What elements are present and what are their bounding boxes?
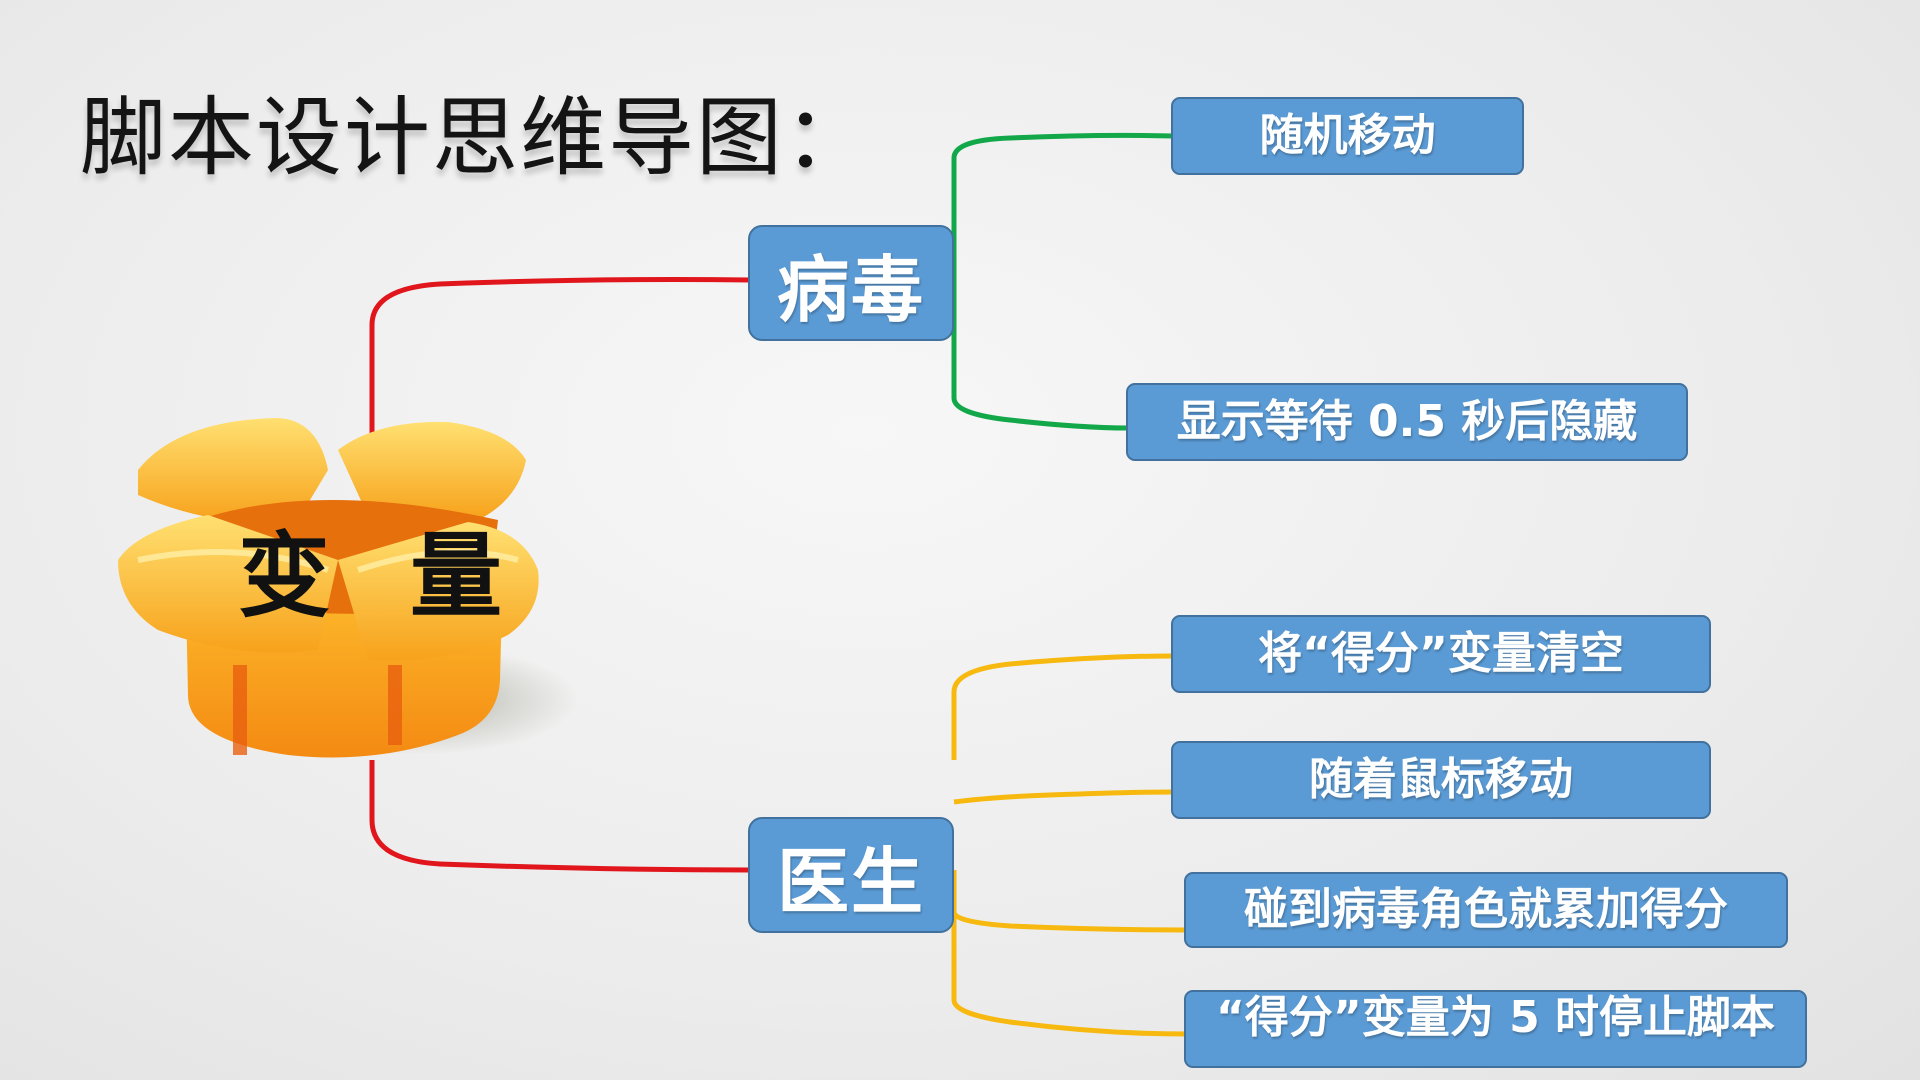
connector-root-doctor — [369, 760, 751, 873]
connector-virus-child-1 — [951, 132, 1174, 330]
branch-node-virus: 病毒 — [748, 225, 954, 341]
leaf-node-virus-1: 随机移动 — [1171, 97, 1524, 175]
connector-doctor-child-4 — [951, 880, 1186, 1037]
branch-node-doctor: 医生 — [748, 817, 954, 933]
connector-doctor-child-2 — [953, 789, 1174, 805]
open-box-icon — [118, 418, 578, 758]
connector-virus-child-2 — [951, 280, 1129, 431]
connector-root-virus — [369, 277, 751, 440]
leaf-node-doctor-2: 随着鼠标移动 — [1171, 741, 1711, 819]
leaf-node-doctor-1: 将“得分”变量清空 — [1171, 615, 1711, 693]
connector-doctor-child-3 — [951, 870, 1186, 933]
leaf-node-virus-2: 显示等待 0.5 秒后隐藏 — [1126, 383, 1688, 461]
connector-doctor-child-1 — [951, 653, 1174, 760]
slide-title: 脚本设计思维导图： — [80, 88, 872, 188]
leaf-node-doctor-4: “得分”变量为 5 时停止脚本 — [1184, 990, 1807, 1068]
leaf-node-doctor-3: 碰到病毒角色就累加得分 — [1184, 872, 1788, 948]
root-label: 变 量 — [238, 523, 527, 630]
